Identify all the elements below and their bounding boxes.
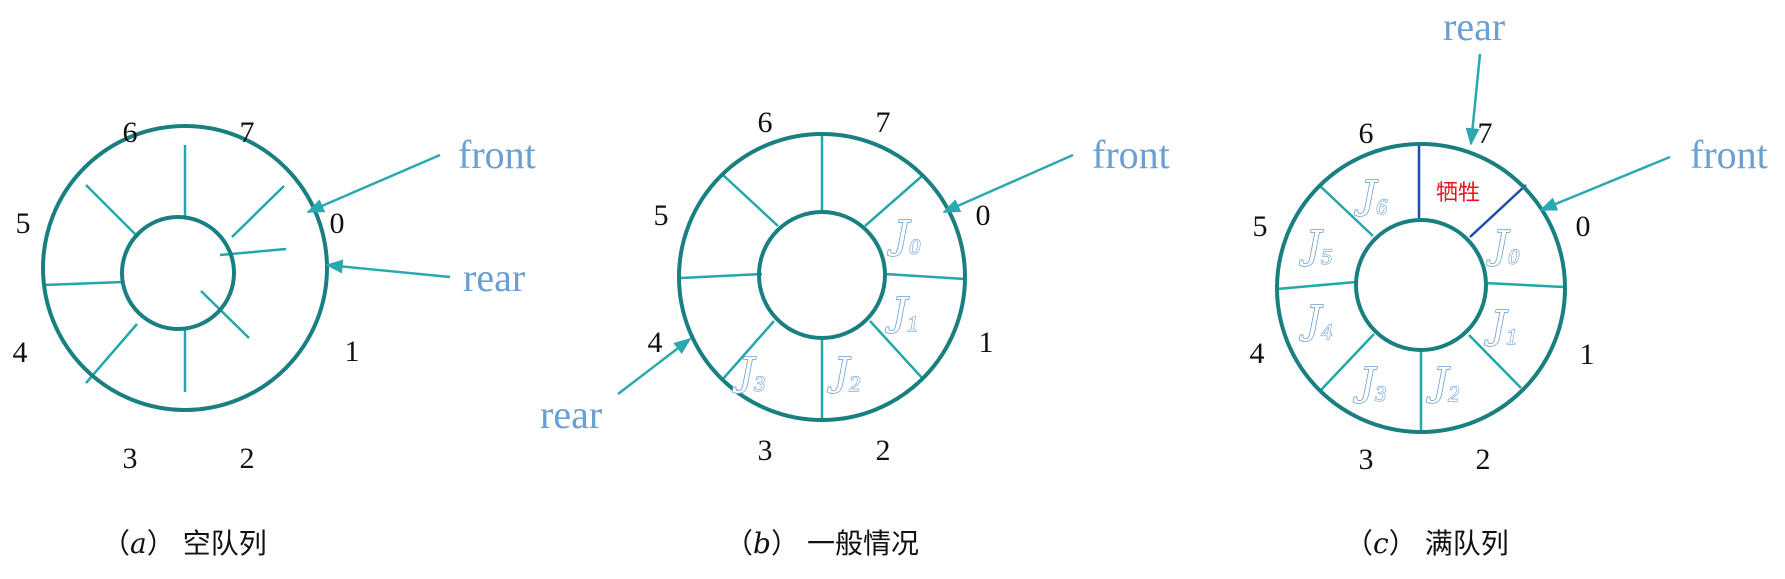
slot-number-2: 2 bbox=[240, 442, 255, 475]
slot-number-3: 3 bbox=[758, 434, 773, 467]
diagram-full-queue: 牺牲 J0 J1 J2 J3 J4 J5 J6 0 1 2 3 4 5 6 7 … bbox=[1250, 4, 1768, 560]
caption-general-case: （b）一般情况 bbox=[725, 527, 919, 560]
ring-slots bbox=[43, 145, 287, 392]
rear-label: rear bbox=[540, 392, 602, 437]
inner-ring bbox=[757, 210, 887, 340]
slot-number-0: 0 bbox=[976, 199, 991, 232]
slot-number-6: 6 bbox=[758, 106, 773, 139]
job-j5: J5 bbox=[1299, 223, 1332, 269]
outer-ring bbox=[677, 132, 967, 422]
slot-number-4: 4 bbox=[1250, 337, 1265, 370]
caption-full-queue: （c）满队列 bbox=[1345, 527, 1509, 560]
slot-number-6: 6 bbox=[123, 116, 138, 149]
slot-number-7: 7 bbox=[876, 106, 891, 139]
slot-number-0: 0 bbox=[330, 207, 345, 240]
front-arrow bbox=[306, 153, 441, 214]
job-j1: J1 bbox=[885, 290, 918, 336]
inner-ring bbox=[1354, 218, 1488, 352]
slot-number-5: 5 bbox=[654, 199, 669, 232]
front-label: front bbox=[1092, 132, 1170, 177]
diagram-empty-queue: 0 1 2 3 4 5 6 7 front rear （a）空队列 bbox=[13, 116, 536, 560]
slot-number-3: 3 bbox=[123, 442, 138, 475]
inner-ring bbox=[120, 215, 236, 331]
job-j2: J2 bbox=[1426, 360, 1459, 406]
slot-number-1: 1 bbox=[345, 335, 360, 368]
job-j4: J4 bbox=[1299, 298, 1332, 344]
slot-number-2: 2 bbox=[876, 434, 891, 467]
ring-slots bbox=[680, 135, 966, 420]
job-j1: J1 bbox=[1484, 303, 1517, 349]
slot-number-7: 7 bbox=[240, 116, 255, 149]
slot-number-5: 5 bbox=[1253, 210, 1268, 243]
job-j3: J3 bbox=[732, 350, 765, 396]
sacrifice-label: 牺牲 bbox=[1436, 181, 1480, 206]
front-label: front bbox=[1690, 132, 1768, 177]
job-j0: J0 bbox=[1486, 223, 1519, 269]
rear-arrow bbox=[1465, 53, 1482, 146]
slot-number-4: 4 bbox=[13, 336, 28, 369]
ring-slots bbox=[1276, 145, 1565, 432]
slot-number-0: 0 bbox=[1576, 210, 1591, 243]
slot-number-5: 5 bbox=[16, 207, 31, 240]
rear-arrow bbox=[617, 337, 692, 395]
front-arrow bbox=[942, 153, 1074, 214]
job-j6: J6 bbox=[1354, 173, 1387, 219]
job-j2: J2 bbox=[827, 350, 860, 396]
diagram-general-case: J0 J1 J2 J3 0 1 2 3 4 5 6 7 front rear （… bbox=[540, 106, 1170, 560]
front-label: front bbox=[458, 132, 536, 177]
slot-number-3: 3 bbox=[1359, 443, 1374, 476]
slot-number-2: 2 bbox=[1476, 443, 1491, 476]
slot-number-1: 1 bbox=[979, 326, 994, 359]
rear-label: rear bbox=[1443, 4, 1505, 49]
slot-number-1: 1 bbox=[1580, 338, 1595, 371]
front-arrow bbox=[1539, 155, 1671, 212]
rear-label: rear bbox=[463, 255, 525, 300]
slot-number-6: 6 bbox=[1359, 117, 1374, 150]
outer-ring bbox=[1275, 142, 1567, 434]
slot-number-4: 4 bbox=[648, 326, 663, 359]
slot-number-7: 7 bbox=[1478, 117, 1493, 150]
caption-empty-queue: （a）空队列 bbox=[102, 527, 267, 560]
job-j0: J0 bbox=[887, 213, 920, 259]
job-j3: J3 bbox=[1353, 360, 1386, 406]
rear-arrow bbox=[325, 259, 451, 279]
